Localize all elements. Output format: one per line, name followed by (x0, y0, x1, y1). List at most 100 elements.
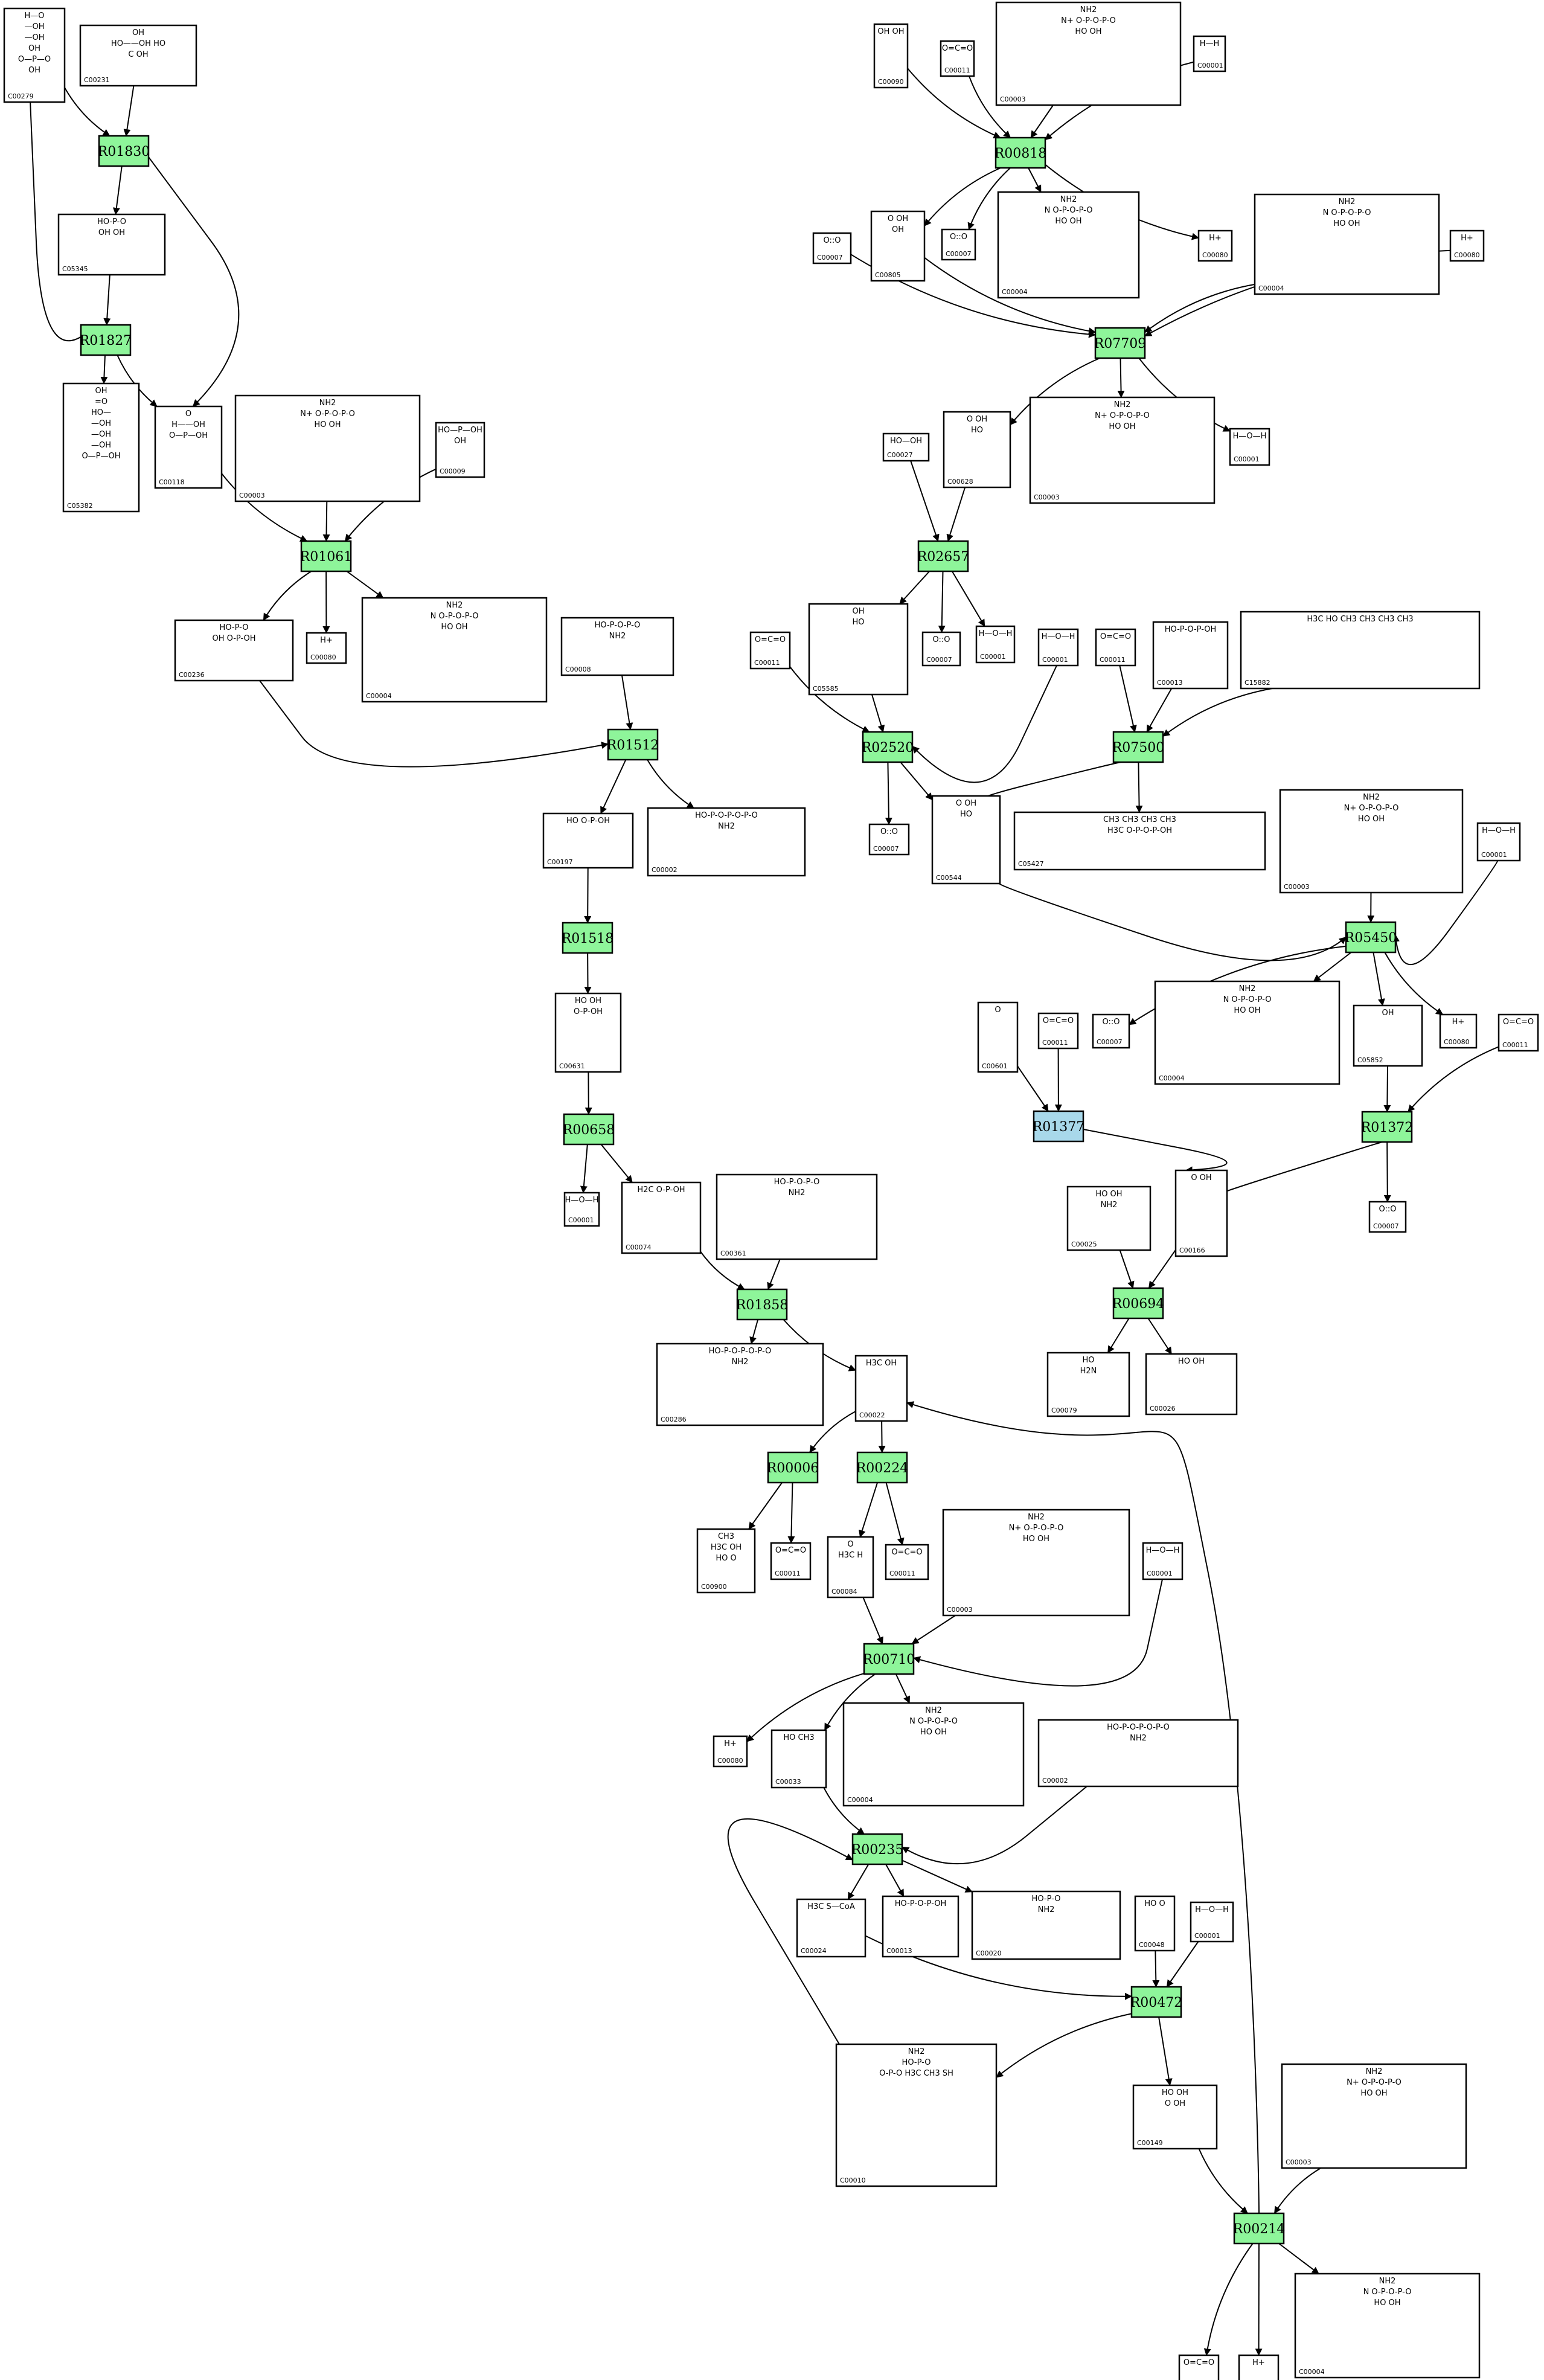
compound-box[interactable] (882, 432, 930, 462)
reaction-box[interactable] (1361, 1111, 1413, 1143)
compound-box[interactable] (995, 1, 1182, 106)
reaction-box[interactable] (1345, 921, 1397, 954)
compound-c00080[interactable]: H+C00080 (306, 632, 347, 664)
compound-box[interactable] (1449, 229, 1485, 262)
compound-box[interactable] (943, 411, 1011, 489)
compound-box[interactable] (306, 632, 347, 664)
reaction-r00710[interactable]: R00710 (863, 1643, 915, 1675)
reaction-box[interactable] (767, 1451, 819, 1484)
compound-box[interactable] (1037, 628, 1079, 667)
reaction-box[interactable] (1130, 1986, 1182, 2018)
compound-box[interactable] (1254, 193, 1440, 295)
compound-box[interactable] (1037, 1012, 1079, 1050)
reaction-box[interactable] (1033, 1110, 1084, 1143)
compound-box[interactable] (716, 1173, 878, 1260)
compound-c00080[interactable]: H+C00080 (1238, 2354, 1280, 2380)
compound-box[interactable] (812, 232, 852, 265)
compound-box[interactable] (1132, 2084, 1218, 2150)
compound-box[interactable] (835, 2043, 998, 2187)
reaction-box[interactable] (80, 324, 132, 356)
compound-box[interactable] (868, 823, 910, 856)
compound-box[interactable] (997, 191, 1140, 299)
reaction-box[interactable] (863, 1643, 915, 1675)
compound-box[interactable] (1154, 980, 1341, 1085)
reaction-r00224[interactable]: R00224 (856, 1451, 909, 1484)
reaction-box[interactable] (856, 1451, 908, 1484)
compound-box[interactable] (1066, 1185, 1152, 1251)
compound-box[interactable] (554, 992, 622, 1073)
reaction-r00235[interactable]: R00235 (851, 1833, 904, 1865)
reaction-r00006[interactable]: R00006 (767, 1451, 819, 1484)
reaction-r02657[interactable]: R02657 (917, 540, 970, 573)
compound-box[interactable] (1145, 1353, 1238, 1416)
compound-box[interactable] (1092, 1013, 1130, 1049)
reaction-box[interactable] (1233, 2212, 1285, 2245)
compound-box[interactable] (563, 1192, 600, 1227)
reaction-box[interactable] (995, 136, 1046, 169)
reaction-r01377[interactable]: R01377 (1033, 1110, 1085, 1143)
compound-box[interactable] (57, 213, 166, 276)
compound-box[interactable] (749, 631, 791, 670)
compound-box[interactable] (1368, 1201, 1407, 1233)
compound-box[interactable] (1476, 822, 1521, 862)
reaction-box[interactable] (1094, 327, 1146, 359)
reaction-r00658[interactable]: R00658 (563, 1113, 615, 1146)
compound-box[interactable] (435, 422, 485, 478)
compound-box[interactable] (621, 1181, 702, 1254)
reaction-box[interactable] (1112, 1287, 1164, 1320)
compound-box[interactable] (1294, 2273, 1481, 2379)
reaction-r05450[interactable]: R05450 (1345, 921, 1397, 954)
reaction-r01518[interactable]: R01518 (562, 922, 614, 954)
compound-box[interactable] (62, 382, 140, 513)
compound-box[interactable] (942, 1509, 1130, 1617)
compound-box[interactable] (1190, 1901, 1234, 1943)
compound-box[interactable] (1193, 35, 1226, 72)
reaction-box[interactable] (607, 728, 659, 761)
compound-box[interactable] (975, 625, 1016, 664)
